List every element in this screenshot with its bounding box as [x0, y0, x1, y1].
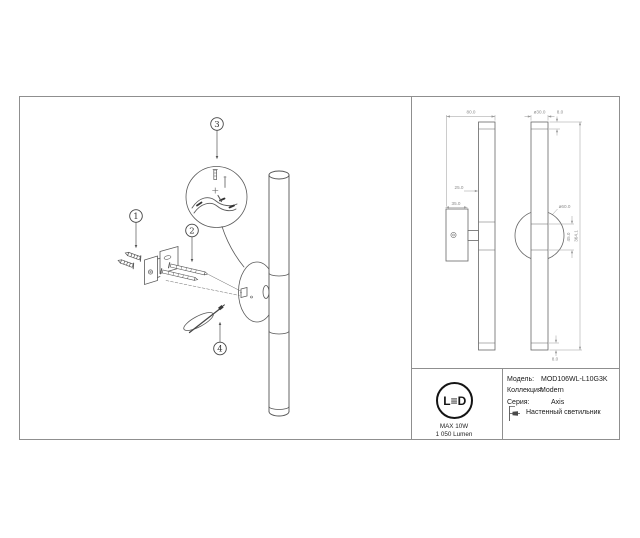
- dim-arm-offset-label: 25.0: [455, 185, 464, 190]
- inset-leader-curve: [221, 226, 245, 268]
- collection-value: Modern: [540, 387, 564, 394]
- dim-tube-diameter-label: ø30.0: [534, 110, 546, 115]
- balloon-2-number: 2: [189, 227, 194, 237]
- dim-side-width: 80.0: [446, 110, 496, 207]
- wall-anchors: [117, 251, 142, 270]
- set-screw: [218, 304, 225, 311]
- model-value: MOD106WL-L10G3K: [541, 376, 608, 383]
- fixture-type-value: Настенный светильник: [526, 409, 601, 416]
- dimension-drawing: 80.0 25.0 35.0: [445, 110, 582, 362]
- lumen-text: 1 050 Lumen: [435, 431, 473, 438]
- dim-hub-height: 45.0: [549, 216, 574, 258]
- max-power-text: MAX 10W: [439, 423, 469, 430]
- balloon-arrows: [134, 130, 222, 343]
- spec-info-cell: Модель: MOD106WL-L10G3K Коллекция: Moder…: [502, 369, 620, 439]
- dim-total-height: 364.1: [549, 121, 582, 351]
- led-logo-d: D: [457, 393, 467, 408]
- dim-top-cap: 8.0: [549, 110, 564, 136]
- wall-light-icon: [509, 406, 520, 421]
- series-label: Серия:: [507, 398, 530, 406]
- side-view: [445, 121, 496, 351]
- dim-canopy-diameter-label: ø60.0: [559, 204, 571, 209]
- inset-bracket: [191, 194, 238, 214]
- dim-bottom-cap-label: 8.0: [552, 357, 559, 362]
- dim-total-height-label: 364.1: [574, 230, 579, 242]
- mounting-screws: [159, 262, 209, 281]
- lamp-tube: [268, 170, 290, 417]
- dim-side-width-label: 80.0: [467, 110, 476, 115]
- dim-top-cap-label: 8.0: [557, 110, 564, 115]
- dimension-panel: 80.0 25.0 35.0: [412, 97, 620, 368]
- dim-tube-diameter: ø30.0: [524, 110, 555, 121]
- assembly-diagram: 1 2 3 4: [117, 117, 290, 417]
- led-logo-e-bars: ≡: [450, 393, 458, 408]
- inset-screws: [212, 169, 227, 194]
- balloon-4-number: 4: [217, 345, 222, 355]
- hex-key: [183, 304, 225, 334]
- assembly-panel: 1 2 3 4: [20, 97, 412, 439]
- dim-canopy-diameter: ø60.0: [552, 204, 571, 215]
- spec-table: L≡D MAX 10W 1 050 Lumen Модель: MOD106WL…: [412, 368, 620, 439]
- balloon-1: 1: [129, 209, 143, 223]
- front-view: [514, 121, 565, 351]
- series-value: Axis: [551, 398, 565, 406]
- balloon-3: 3: [210, 117, 224, 131]
- detail-inset: [185, 166, 248, 228]
- model-label: Модель:: [507, 376, 535, 383]
- led-logo: L≡D: [436, 382, 473, 419]
- led-logo-l: L: [443, 393, 451, 408]
- dim-arm-offset: 25.0: [455, 185, 479, 193]
- balloon-1-number: 1: [133, 212, 138, 222]
- spec-led-cell: L≡D MAX 10W 1 050 Lumen: [412, 369, 502, 439]
- balloon-2: 2: [185, 223, 199, 238]
- dim-hub-height-label: 45.0: [566, 232, 571, 241]
- balloon-3-number: 3: [214, 120, 219, 130]
- collection-label: Коллекция:: [507, 387, 544, 394]
- balloon-4: 4: [213, 341, 227, 356]
- dim-plate-width-label: 35.0: [452, 201, 461, 206]
- sheet-frame: 1 2 3 4: [19, 96, 620, 440]
- dimension-and-spec-panel: 80.0 25.0 35.0: [412, 97, 620, 439]
- dim-bottom-cap: 8.0: [549, 335, 559, 362]
- leader-lines: [165, 274, 242, 296]
- dim-plate-width: 35.0: [445, 201, 468, 209]
